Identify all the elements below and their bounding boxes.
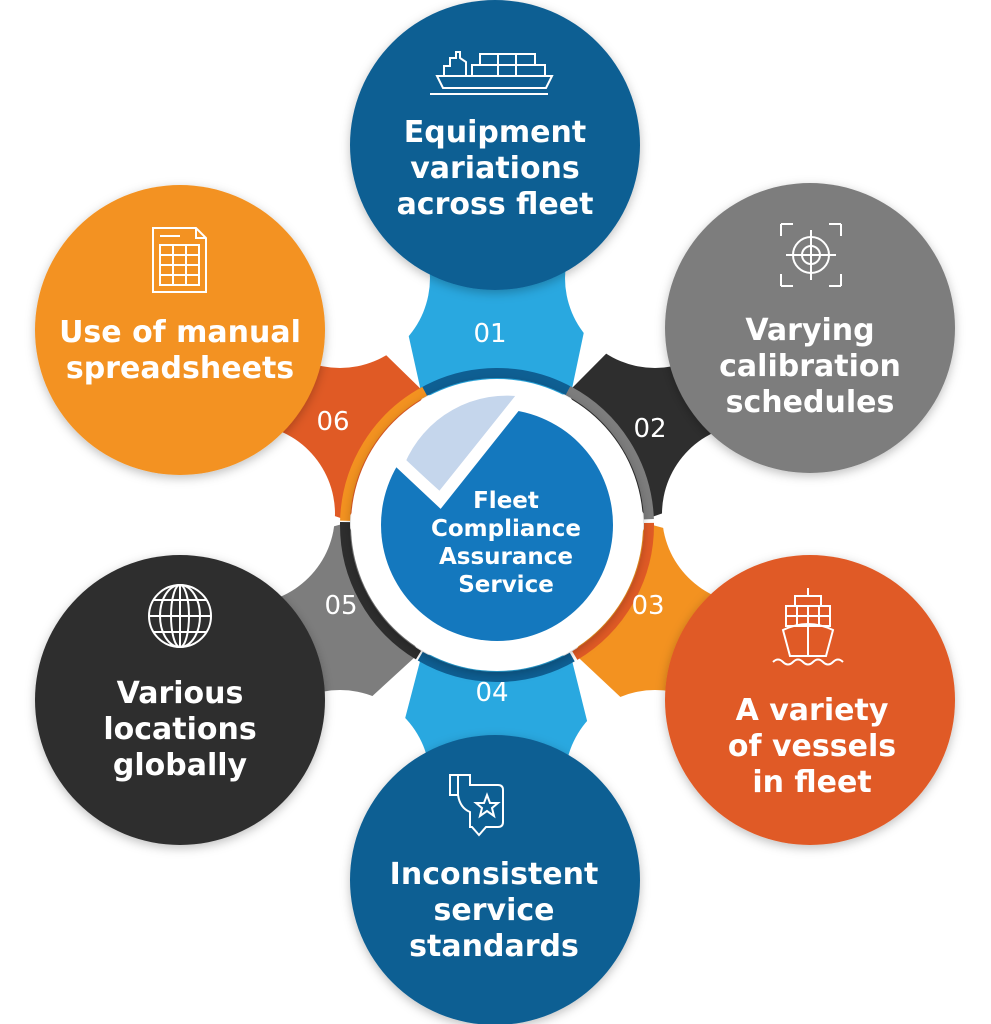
petal-04-line-1: Inconsistent [390,857,599,892]
thumbs-down-star-icon [449,774,504,837]
petal-02: Varying calibration schedules [665,183,955,473]
center-line-1: Fleet [473,488,539,514]
center-line-4: Service [458,572,554,598]
petal-04: Inconsistent service standards [350,735,640,1024]
petal-02-line-2: calibration [719,349,901,384]
number-04: 04 [475,678,508,708]
petal-06-line-2: spreadsheets [66,351,294,386]
number-02: 02 [633,414,666,444]
hub-ring-segment-03 [572,522,654,660]
petal-05-line-1: Various [117,676,244,711]
hub-ring [340,368,654,682]
petal-01-line-3: across fleet [397,187,594,222]
spreadsheet-icon [152,227,207,293]
petal-05-line-2: locations [103,712,256,747]
cargo-ship-icon [430,51,554,95]
hub-ring-segment-05 [340,521,422,660]
petal-04-line-2: service [434,893,555,928]
hub-ring-segment-02 [565,386,654,520]
petal-05-line-3: globally [113,748,248,783]
center-line-2: Compliance [431,516,581,542]
hub-ring-segment-06 [340,386,428,521]
number-03: 03 [631,591,664,621]
petal-03-line-2: of vessels [728,729,896,764]
petal-02-line-1: Varying [745,313,874,348]
petal-03-line-1: A variety [736,693,889,728]
globe-icon [148,584,212,648]
container-ship-front-icon [772,588,844,666]
petal-06-line-1: Use of manual [59,315,301,350]
hub-ring-segment-04 [417,651,575,682]
petal-03-line-3: in fleet [752,765,871,800]
checkmark-pie-icon [387,383,535,509]
petal-06: Use of manual spreadsheets [35,185,325,475]
petal-02-line-3: schedules [726,385,895,420]
center-line-3: Assurance [439,544,573,570]
petal-01-line-2: variations [410,151,580,186]
petal-04-line-3: standards [409,929,579,964]
number-06: 06 [316,407,349,437]
petal-01-line-1: Equipment [404,115,586,150]
hub-ring-segment-01 [417,368,575,399]
petal-01: Equipment variations across fleet [350,0,640,290]
number-01: 01 [473,319,506,349]
number-05: 05 [324,591,357,621]
petal-03: A variety of vessels in fleet [665,555,955,845]
target-crosshair-icon [780,223,842,287]
center-title: Fleet Compliance Assurance Service [431,488,581,598]
petal-05: Various locations globally [35,555,325,845]
